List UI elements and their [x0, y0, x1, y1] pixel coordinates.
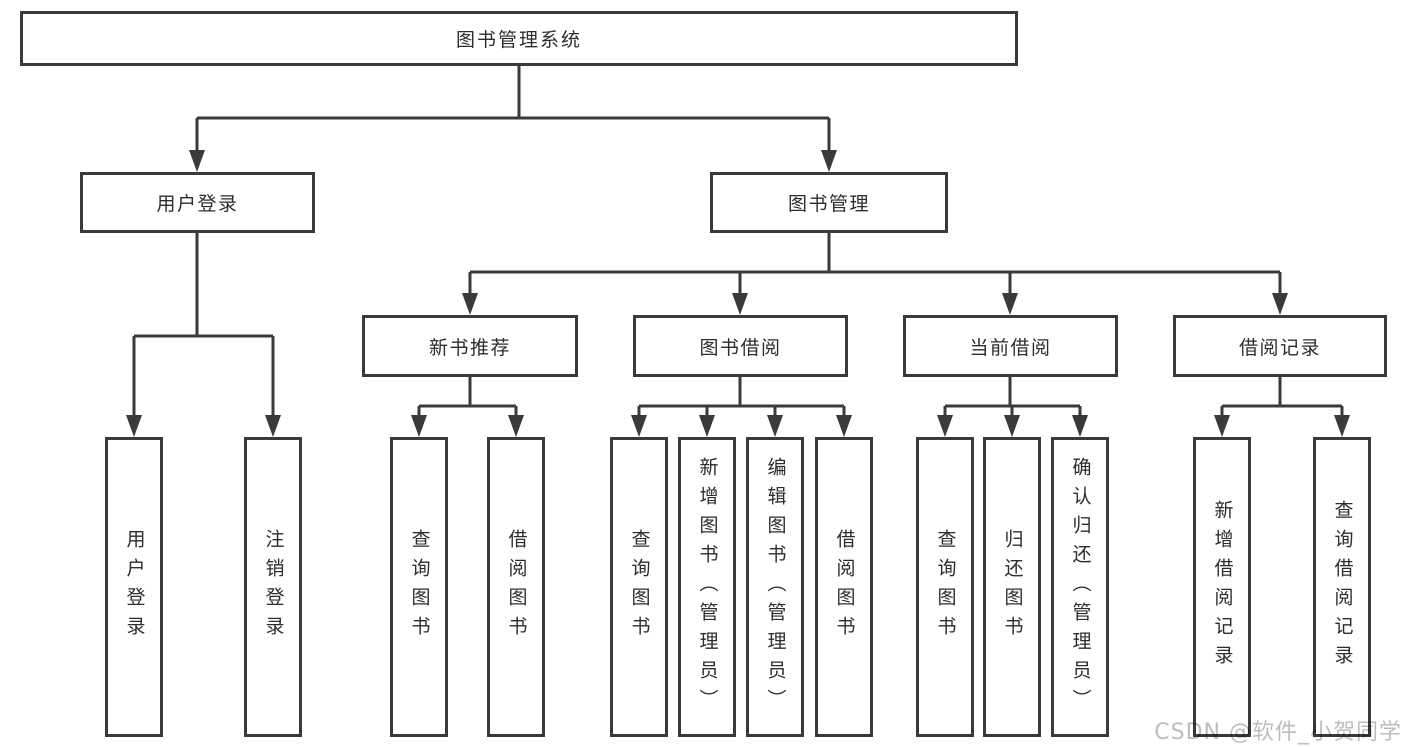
node-label: 注销登录	[262, 529, 285, 645]
node-label: 图书管理系统	[455, 29, 582, 51]
node-label: 查询图书	[408, 529, 431, 645]
edge-current-borrow-to-leaves	[937, 377, 1088, 437]
node-label: 当前借阅	[969, 336, 1052, 359]
node-label: 图书借阅	[699, 336, 782, 359]
node-borrow-records: 借阅记录	[1173, 315, 1387, 377]
leaf-confirm-return-admin: 确认归还（管理员）	[1051, 437, 1109, 737]
node-book-borrow: 图书借阅	[633, 315, 848, 377]
node-label: 用户登录	[156, 193, 239, 215]
leaf-query-books-current: 查询图书	[916, 437, 974, 737]
leaf-query-books-borrow: 查询图书	[610, 437, 668, 737]
node-label: 新增图书（管理员）	[696, 456, 719, 718]
leaf-borrow-books-rec: 借阅图书	[487, 437, 545, 737]
node-current-borrow: 当前借阅	[903, 315, 1118, 377]
leaf-add-borrow-record: 新增借阅记录	[1193, 437, 1251, 737]
node-label: 新增借阅记录	[1211, 500, 1234, 674]
node-label: 查询图书	[934, 529, 957, 645]
edge-book-borrow-to-leaves	[631, 377, 852, 437]
leaf-user-login: 用户登录	[105, 437, 163, 737]
csdn-watermark: CSDN @软件_小贺同学	[1154, 720, 1402, 745]
node-label: 查询图书	[628, 529, 651, 645]
leaf-edit-book-admin: 编辑图书（管理员）	[746, 437, 804, 737]
node-label: 借阅记录	[1238, 336, 1321, 359]
edge-root-to-level2	[189, 66, 837, 172]
edge-user-login-to-leaves	[126, 233, 281, 437]
edge-book-mgmt-to-level3	[462, 233, 1288, 315]
leaf-add-book-admin: 新增图书（管理员）	[678, 437, 736, 737]
leaf-borrow-books: 借阅图书	[815, 437, 873, 737]
leaf-logout: 注销登录	[244, 437, 302, 737]
node-label: 新书推荐	[428, 336, 511, 359]
leaf-query-borrow-record: 查询借阅记录	[1313, 437, 1371, 737]
leaf-return-books: 归还图书	[983, 437, 1041, 737]
edge-new-book-rec-to-leaves	[411, 377, 524, 437]
node-label: 编辑图书（管理员）	[764, 456, 787, 718]
node-label: 借阅图书	[833, 529, 856, 645]
node-label: 用户登录	[123, 529, 146, 645]
node-root-library-system: 图书管理系统	[20, 11, 1018, 66]
node-label: 图书管理	[787, 193, 870, 215]
node-label: 归还图书	[1001, 529, 1024, 645]
edge-borrow-records-to-leaves	[1214, 377, 1350, 437]
node-new-book-rec: 新书推荐	[362, 315, 578, 377]
node-label: 查询借阅记录	[1331, 500, 1354, 674]
node-user-login: 用户登录	[80, 172, 315, 233]
node-label: 确认归还（管理员）	[1069, 456, 1092, 718]
node-book-mgmt: 图书管理	[710, 172, 948, 233]
leaf-query-books-rec: 查询图书	[390, 437, 448, 737]
node-label: 借阅图书	[505, 529, 528, 645]
